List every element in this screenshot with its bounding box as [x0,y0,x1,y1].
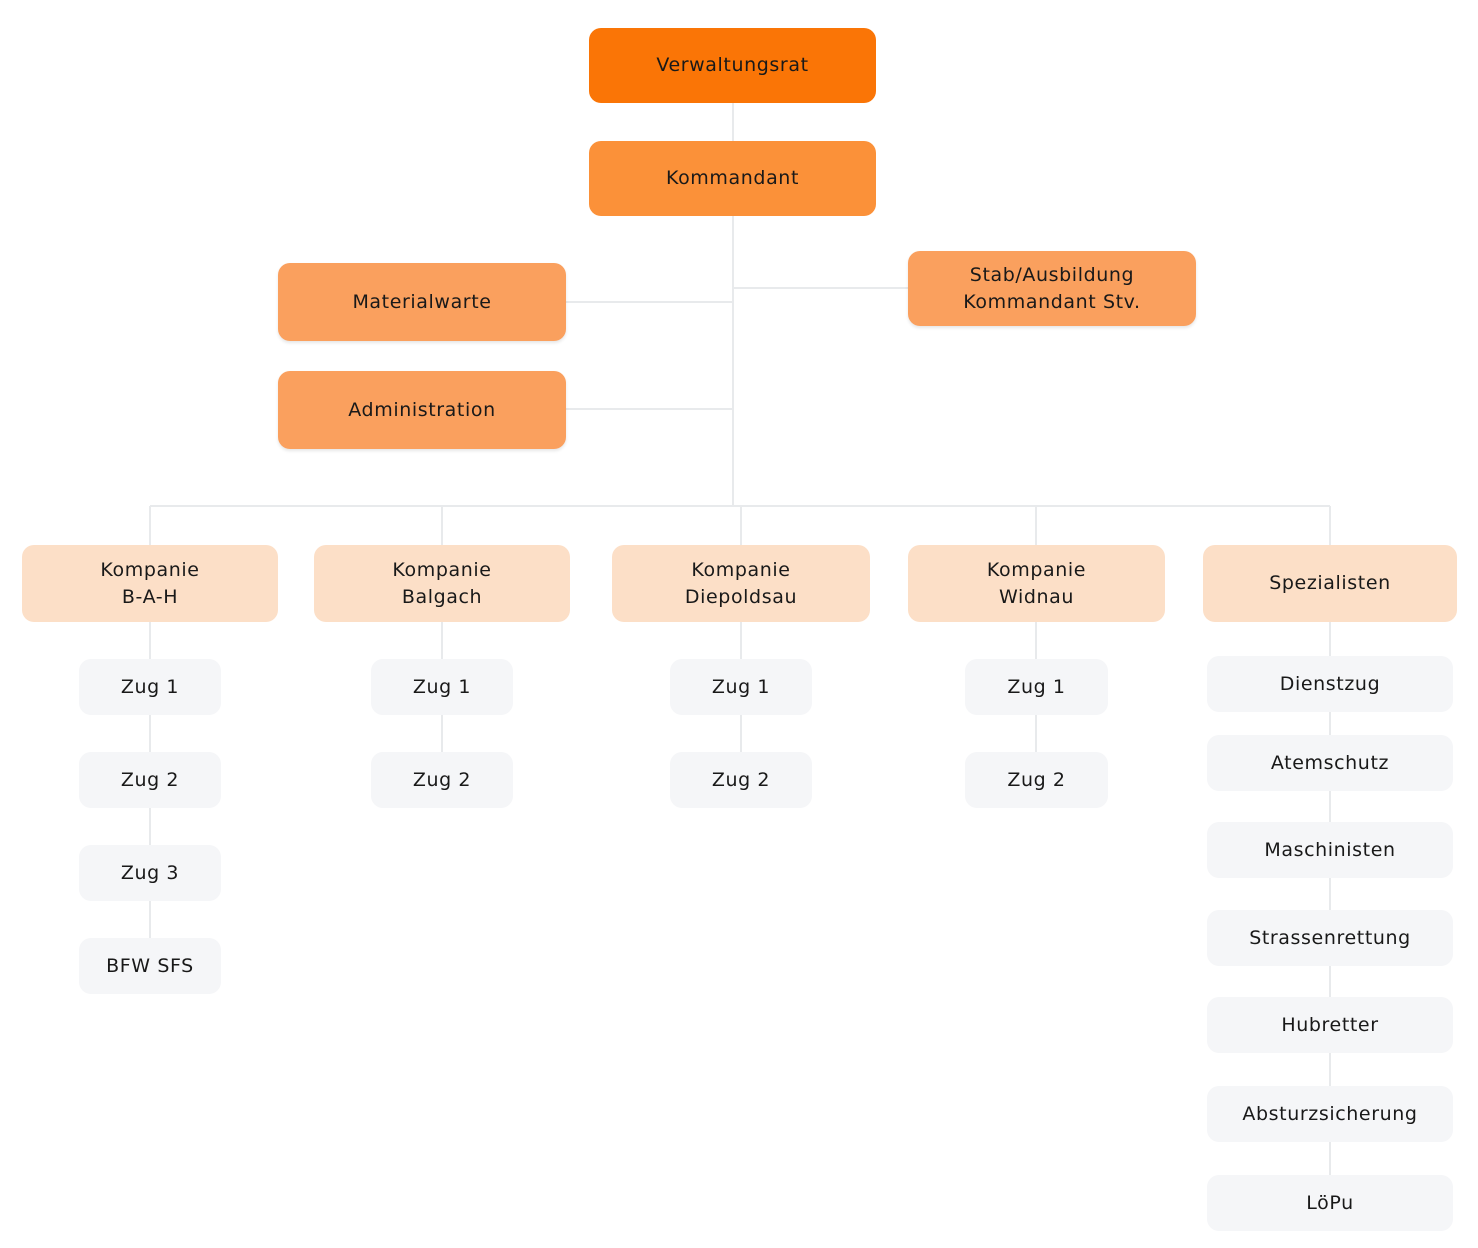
node-spezialisten-atemschutz: Atemschutz [1207,735,1453,791]
node-stab-ausbildung: Stab/Ausbildung Kommandant Stv. [908,251,1196,326]
node-kompanie-balgach: Kompanie Balgach [314,545,570,622]
node-spezialisten-hubretter: Hubretter [1207,997,1453,1053]
node-widnau-zug-1: Zug 1 [965,659,1108,715]
node-balgach-zug-1: Zug 1 [371,659,513,715]
node-bah-zug-3: Zug 3 [79,845,221,901]
node-spezialisten-strassenrettung: Strassenrettung [1207,910,1453,966]
node-spezialisten-maschinisten: Maschinisten [1207,822,1453,878]
node-bah-zug-2: Zug 2 [79,752,221,808]
node-diepoldsau-zug-2: Zug 2 [670,752,812,808]
node-balgach-zug-2: Zug 2 [371,752,513,808]
node-kommandant: Kommandant [589,141,876,216]
node-kompanie-widnau: Kompanie Widnau [908,545,1165,622]
node-diepoldsau-zug-1: Zug 1 [670,659,812,715]
node-bah-bfw-sfs: BFW SFS [79,938,221,994]
node-spezialisten-dienstzug: Dienstzug [1207,656,1453,712]
node-materialwarte: Materialwarte [278,263,566,341]
node-kompanie-diepoldsau: Kompanie Diepoldsau [612,545,870,622]
node-verwaltungsrat: Verwaltungsrat [589,28,876,103]
node-spezialisten-absturzsicherung: Absturzsicherung [1207,1086,1453,1142]
node-kompanie-bah: Kompanie B-A-H [22,545,278,622]
node-spezialisten: Spezialisten [1203,545,1457,622]
node-widnau-zug-2: Zug 2 [965,752,1108,808]
node-spezialisten-loepu: LöPu [1207,1175,1453,1231]
node-administration: Administration [278,371,566,449]
node-bah-zug-1: Zug 1 [79,659,221,715]
